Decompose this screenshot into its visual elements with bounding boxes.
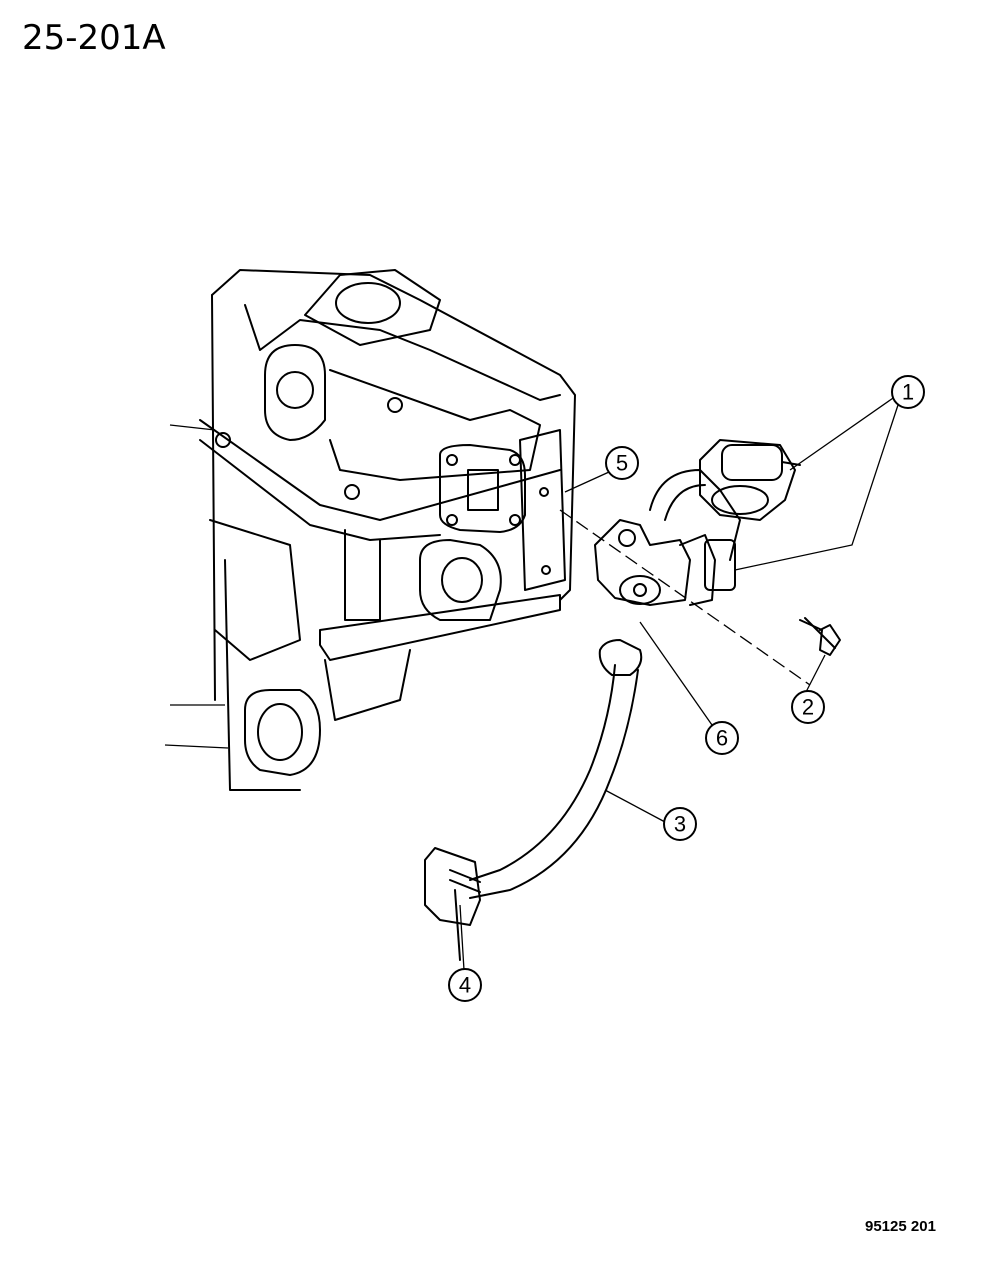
- callout-label: 4: [459, 973, 471, 998]
- egr-tube-illustration: [424, 639, 643, 961]
- bolt-illustration: [799, 617, 841, 656]
- egr-valve-illustration: [559, 439, 811, 686]
- callout-2: 2: [791, 690, 825, 724]
- callout-label: 3: [674, 812, 686, 837]
- drawing-code: 95125 201: [865, 1218, 936, 1235]
- callout-label: 2: [802, 695, 814, 720]
- callout-1: 1: [891, 375, 925, 409]
- callout-5: 5: [605, 446, 639, 480]
- callout-label: 6: [716, 726, 728, 751]
- engine-head-illustration: [164, 269, 576, 791]
- callout-3: 3: [663, 807, 697, 841]
- callout-4: 4: [448, 968, 482, 1002]
- leader-lines: [459, 395, 899, 971]
- callout-label: 1: [902, 380, 914, 405]
- callout-6: 6: [705, 721, 739, 755]
- figure-id: 25-201A: [22, 18, 166, 58]
- callout-label: 5: [616, 451, 628, 476]
